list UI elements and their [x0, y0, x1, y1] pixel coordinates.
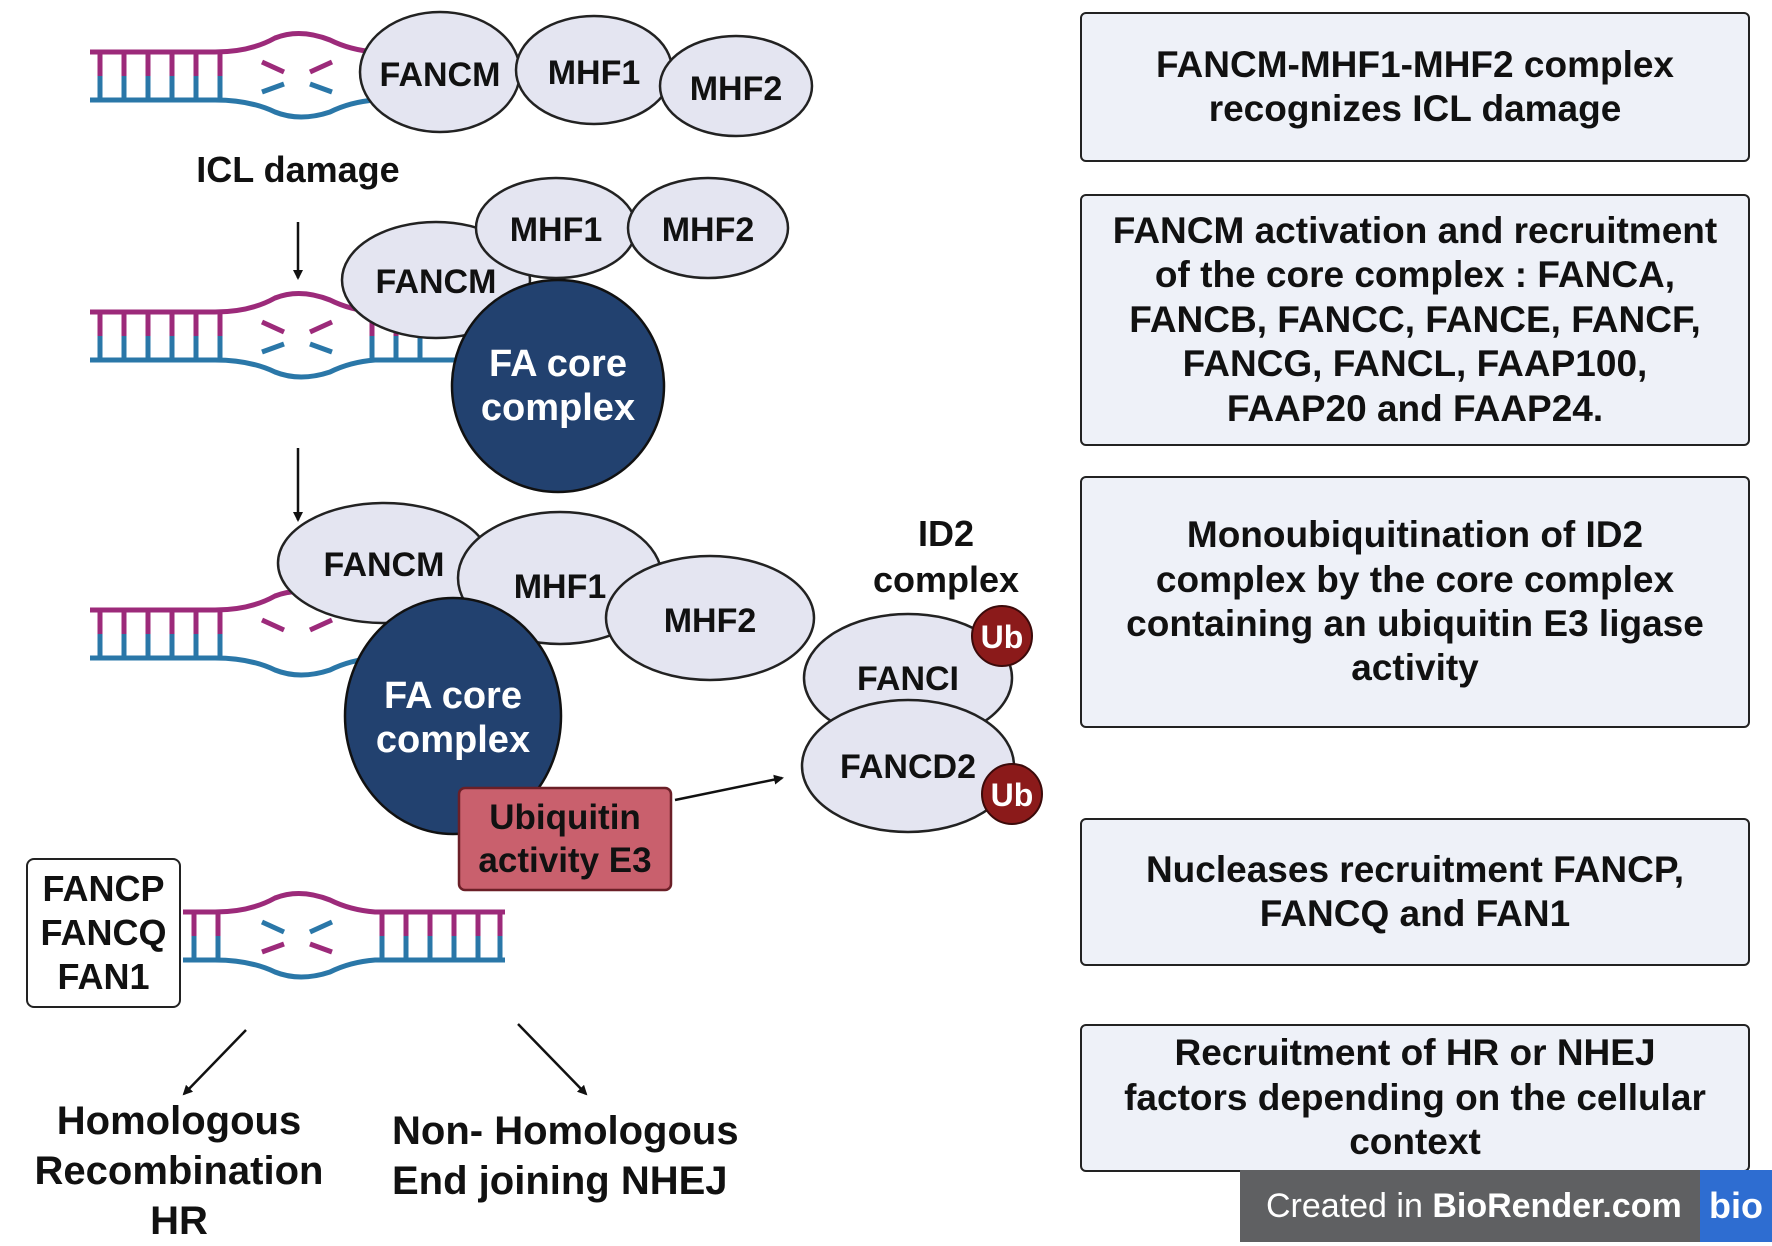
icl-crosslink: [260, 319, 334, 355]
icl-damage-label: ICL damage: [196, 149, 399, 190]
mhf2-protein: [658, 34, 814, 138]
biorender-watermark: Created in BioRender.com bio: [1240, 1170, 1772, 1242]
fa-core-label-line2: complex: [481, 387, 635, 429]
mhf1-label: MHF1: [548, 54, 641, 92]
mhf1-label: MHF1: [510, 211, 603, 249]
icl-crosslink: [260, 919, 334, 955]
step-box-5: Recruitment of HR or NHEJ factors depend…: [1080, 1024, 1750, 1172]
icl-crosslink: [260, 617, 334, 633]
arrow-to-nhej: [517, 1023, 588, 1096]
fanci-label: FANCI: [857, 660, 959, 698]
dna-bottom-strand: [90, 357, 480, 380]
mhf2-protein: [626, 176, 790, 280]
ubiquitin-tag-label: Ub: [991, 777, 1034, 813]
dna-base-pairs: [97, 52, 223, 100]
fancm-protein: [340, 220, 532, 340]
watermark-brand: BioRender.com: [1432, 1186, 1682, 1225]
icl-crosslink: [260, 59, 334, 95]
dna-top-strand: [183, 891, 505, 915]
mhf1-label: MHF1: [514, 568, 607, 606]
ubiquitin-tag: [981, 763, 1043, 825]
fancm-label: FANCM: [376, 263, 497, 301]
id2-title-line2: complex: [873, 559, 1019, 600]
mhf2-label: MHF2: [662, 211, 755, 249]
fancm-label: FANCM: [380, 56, 501, 94]
watermark-text: Created in BioRender.com: [1240, 1187, 1700, 1226]
arrow-e3-to-id2: [674, 774, 784, 802]
dna-bottom-strand: [90, 97, 376, 120]
step-box-1: FANCM-MHF1-MHF2 complex recognizes ICL d…: [1080, 12, 1750, 162]
dna-bottom-strand: [90, 655, 376, 678]
dna-base-pairs: [97, 610, 223, 658]
fa-core-label-line1: FA core: [384, 675, 522, 717]
fa-core-complex: [343, 596, 563, 836]
stage-1-proteins: FANCM MHF1 MHF2: [358, 10, 814, 138]
ubiquitin-e3-label-line2: activity E3: [478, 841, 651, 880]
fancd2-label: FANCD2: [840, 748, 976, 786]
nuclease-box: FANCP FANCQ FAN1: [26, 858, 181, 1008]
fa-core-label-line1: FA core: [489, 343, 627, 385]
ubiquitin-e3-box: [457, 786, 673, 892]
dna-bottom-strand: [183, 957, 505, 980]
stage-3-proteins: FANCM MHF1 MHF2 FA core complex Ubiquiti…: [276, 501, 816, 892]
dna-base-pairs: [191, 912, 503, 960]
mhf2-label: MHF2: [690, 70, 783, 108]
step-box-4: Nucleases recruitment FANCP, FANCQ and F…: [1080, 818, 1750, 966]
ubiquitin-tag: [971, 605, 1033, 667]
watermark-prefix: Created in: [1266, 1186, 1433, 1225]
mhf2-protein: [604, 554, 816, 682]
id2-complex: ID2 complex FANCI FANCD2 Ub Ub: [800, 513, 1043, 834]
dna-stage-4: [183, 891, 505, 980]
fa-core-complex: [450, 278, 666, 494]
outcome-hr-label: Homologous Recombination HR: [34, 1099, 324, 1243]
biorender-logo-icon: bio: [1700, 1170, 1772, 1242]
fancm-label: FANCM: [324, 546, 445, 584]
dna-top-strand: [90, 31, 376, 55]
step-box-3: Monoubiquitination of ID2 complex by the…: [1080, 476, 1750, 728]
arrow-to-hr: [182, 1029, 247, 1096]
stage-2-proteins: FANCM MHF1 MHF2 FA core complex: [340, 176, 790, 494]
dna-stage-1: ICL damage: [90, 31, 400, 190]
id2-title-line1: ID2: [918, 513, 974, 554]
step-box-2: FANCM activation and recruitment of the …: [1080, 194, 1750, 446]
fa-core-label-line2: complex: [376, 719, 530, 761]
outcome-nhej-label: Non- Homologous End joining NHEJ: [392, 1109, 739, 1203]
mhf2-label: MHF2: [664, 602, 757, 640]
ubiquitin-e3-label-line1: Ubiquitin: [489, 798, 641, 837]
ubiquitin-tag-label: Ub: [981, 619, 1024, 655]
